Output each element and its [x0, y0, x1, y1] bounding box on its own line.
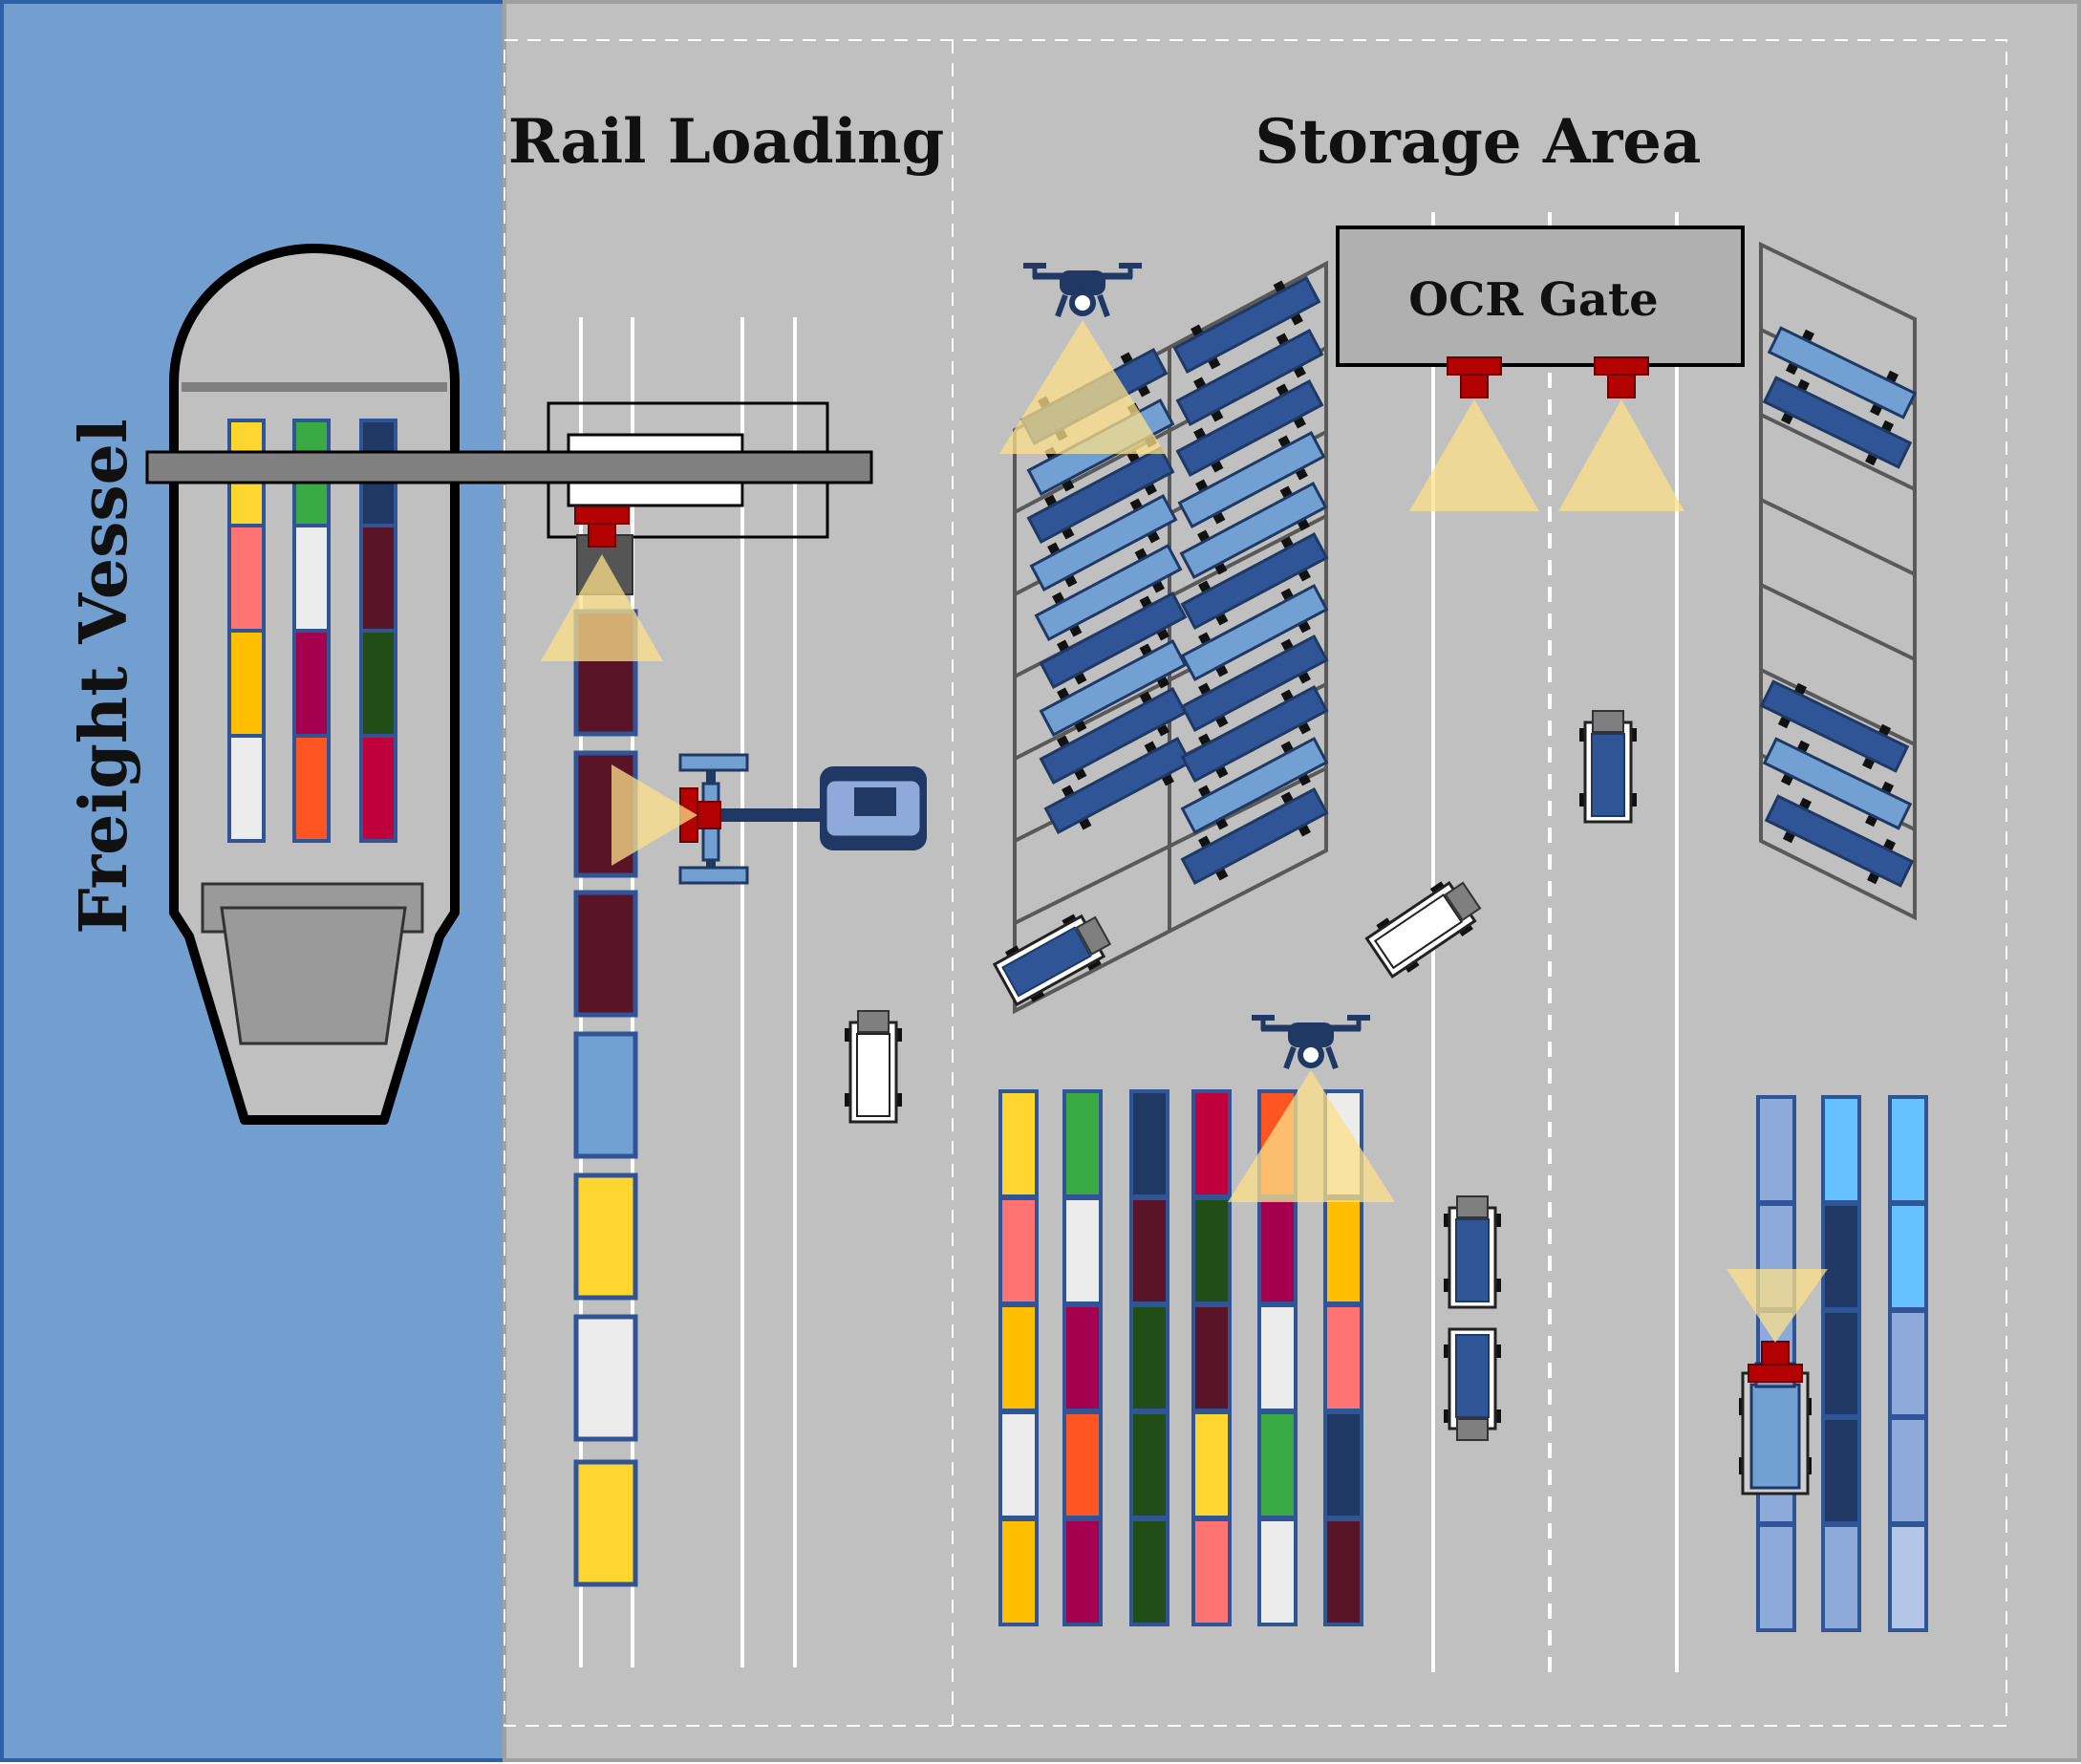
- train-wagon-icon: [573, 1172, 638, 1301]
- container-icon: [1756, 1095, 1796, 1204]
- rail-loading-title: Rail Loading: [508, 106, 945, 178]
- quay-crane-beam: [145, 450, 873, 484]
- container-icon: [292, 734, 331, 843]
- truck-icon: [843, 1009, 904, 1124]
- container-icon: [1257, 1303, 1298, 1412]
- truck-icon: [1577, 709, 1639, 824]
- container-icon: [1129, 1410, 1169, 1519]
- container-icon: [359, 734, 397, 843]
- container-icon: [1257, 1196, 1298, 1305]
- container-icon: [1062, 1196, 1103, 1305]
- container-icon: [1062, 1410, 1103, 1519]
- container-icon: [1129, 1196, 1169, 1305]
- container-icon: [359, 524, 397, 633]
- container-icon: [1191, 1089, 1232, 1198]
- container-icon: [1821, 1523, 1861, 1632]
- container-icon: [1257, 1410, 1298, 1519]
- container-racks: [1013, 241, 1917, 1015]
- reach-stacker-icon: [678, 753, 927, 885]
- container-icon: [1888, 1416, 1928, 1525]
- rack-row-line: [1014, 766, 1327, 925]
- container-icon: [998, 1089, 1039, 1198]
- ocr-camera-2-view: [1558, 399, 1684, 511]
- container-icon: [998, 1303, 1039, 1412]
- container-icon: [1062, 1089, 1103, 1198]
- rack-row-line: [1760, 413, 1916, 491]
- terminal-boundary: [504, 39, 2007, 1727]
- container-icon: [359, 629, 397, 738]
- container-icon: [1191, 1196, 1232, 1305]
- container-icon: [1756, 1523, 1796, 1632]
- train-wagons: [573, 609, 638, 1587]
- container-icon: [227, 734, 266, 843]
- ocr-camera-1-view: [1409, 399, 1539, 511]
- container-icon: [227, 629, 266, 738]
- container-icon: [998, 1410, 1039, 1519]
- ship-containers: [227, 419, 397, 843]
- truck-camera-view: [1727, 1269, 1828, 1343]
- container-icon: [1888, 1202, 1928, 1311]
- stacker-camera-view: [611, 764, 697, 866]
- ocr-gate: OCR Gate: [1336, 226, 1745, 367]
- rack-row-line: [1760, 668, 1916, 746]
- train-wagon-icon: [573, 1031, 638, 1159]
- container-icon: [1323, 1410, 1363, 1519]
- container-icon: [1062, 1303, 1103, 1412]
- rack-row-line: [1760, 498, 1916, 576]
- drone-2-view: [1228, 1070, 1395, 1202]
- truck-icon: [1739, 1362, 1812, 1495]
- container-icon: [998, 1196, 1039, 1305]
- container-icon: [1888, 1309, 1928, 1418]
- container-icon: [1821, 1309, 1861, 1418]
- container-icon: [1821, 1095, 1861, 1204]
- container-icon: [1191, 1410, 1232, 1519]
- container-icon: [1257, 1517, 1298, 1626]
- container-icon: [1323, 1303, 1363, 1412]
- truck-icon: [1442, 1327, 1503, 1442]
- storage-area-title: Storage Area: [1255, 106, 1702, 178]
- container-icon: [1323, 1196, 1363, 1305]
- container-icon: [1888, 1095, 1928, 1204]
- freight-vessel-title: Freight Vessel: [66, 419, 142, 935]
- train-wagon-icon: [573, 1459, 638, 1587]
- container-icon: [1821, 1202, 1861, 1311]
- rack-row-line: [1760, 583, 1916, 661]
- container-icon: [1129, 1303, 1169, 1412]
- container-icon: [1191, 1303, 1232, 1412]
- crane-camera-view: [541, 554, 663, 661]
- container-icon: [1062, 1517, 1103, 1626]
- train-wagon-icon: [573, 890, 638, 1018]
- container-icon: [1129, 1089, 1169, 1198]
- ocr-gate-label: OCR Gate: [1408, 273, 1658, 327]
- container-icon: [1323, 1517, 1363, 1626]
- truck-icon: [1442, 1194, 1503, 1309]
- drone-1-view: [999, 320, 1166, 454]
- container-icon: [1129, 1517, 1169, 1626]
- container-icon: [1821, 1416, 1861, 1525]
- container-icon: [1191, 1517, 1232, 1626]
- container-icon: [998, 1517, 1039, 1626]
- container-icon: [292, 524, 331, 633]
- container-icon: [1888, 1523, 1928, 1632]
- container-icon: [292, 629, 331, 738]
- container-icon: [227, 524, 266, 633]
- train-wagon-icon: [573, 1314, 638, 1442]
